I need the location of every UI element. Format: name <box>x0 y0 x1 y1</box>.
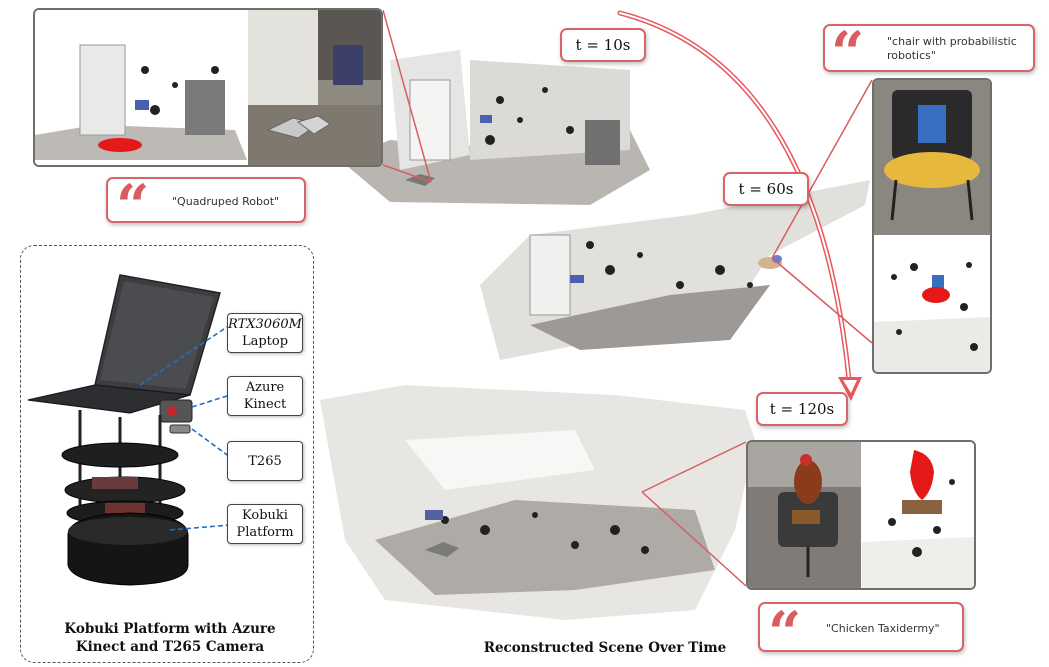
inset-panel-quadruped <box>33 8 383 167</box>
t265-device <box>169 424 191 434</box>
label-kinect: Kinect <box>243 397 287 412</box>
time-label-t60-text: t = 60s <box>738 180 794 198</box>
label-t265: T265 <box>227 441 303 481</box>
point-cloud-scene-t60 <box>480 180 870 360</box>
label-kobuki-platform: Kobuki Platform <box>227 504 303 544</box>
quote-chair-line2: robotics" <box>887 49 936 62</box>
quote-mark-icon: “ <box>831 19 865 87</box>
quadruped-leader-line <box>383 10 432 183</box>
robot-caption-line1: Kobuki Platform with Azure <box>64 621 276 637</box>
label-rtx3060m-laptop: RTX3060M Laptop <box>227 313 303 353</box>
chicken-pointcloud <box>862 442 974 588</box>
label-laptop: Laptop <box>241 334 289 349</box>
inset-panel-chair <box>872 78 992 374</box>
chicken-photo <box>748 442 861 588</box>
quote-chair-line1: "chair with probabilistic <box>887 35 1017 48</box>
label-azure: Azure <box>245 380 285 395</box>
label-azure-kinect: Azure Kinect <box>227 376 303 416</box>
robot-caption-line2: Kinect and T265 Camera <box>75 639 265 655</box>
robot-illustration <box>27 274 231 586</box>
label-kobuki: Kobuki <box>242 508 288 523</box>
quote-chair: “ "chair with probabilistic robotics" <box>823 24 1035 82</box>
chicken-leader-line <box>641 441 747 587</box>
robot-panel-frame <box>20 245 314 663</box>
chicken-highlight <box>910 450 934 500</box>
inset-panel-chicken <box>746 440 976 590</box>
time-label-t120-text: t = 120s <box>769 400 835 418</box>
chair-photo <box>874 80 990 235</box>
chair-highlight <box>922 287 950 303</box>
label-rtx3060m: RTX3060M <box>228 317 302 332</box>
point-cloud-scene-t10 <box>340 50 650 205</box>
quadruped-highlight <box>98 138 142 152</box>
robot-caption: Kobuki Platform with Azure Kinect and T2… <box>40 620 300 656</box>
time-label-t10: t = 10s <box>560 28 646 62</box>
quote-mark-icon: “ <box>768 599 802 667</box>
quote-chair-text: "chair with probabilistic robotics" <box>887 35 1017 63</box>
time-label-t60: t = 60s <box>723 172 809 206</box>
label-platform: Platform <box>236 525 294 540</box>
chair-pointcloud <box>874 237 990 372</box>
time-label-t120: t = 120s <box>756 392 848 426</box>
quadruped-photo <box>248 10 381 165</box>
quote-quadruped-robot: “ "Quadruped Robot" <box>106 177 306 235</box>
timeline-arrow-icon <box>617 10 862 401</box>
laptop-base <box>27 384 191 414</box>
quadruped-pointcloud <box>35 10 247 165</box>
label-t265-text: T265 <box>248 453 282 469</box>
time-label-t10-text: t = 10s <box>575 36 631 54</box>
quote-chicken-text: "Chicken Taxidermy" <box>826 622 940 635</box>
quote-chicken-taxidermy: “ "Chicken Taxidermy" <box>758 602 964 662</box>
point-cloud-scene-t120 <box>320 385 755 620</box>
chair-leader-line <box>771 79 873 344</box>
quote-mark-icon: “ <box>116 172 150 240</box>
scene-caption: Reconstructed Scene Over Time <box>483 640 727 656</box>
quote-quadruped-text: "Quadruped Robot" <box>172 195 280 208</box>
